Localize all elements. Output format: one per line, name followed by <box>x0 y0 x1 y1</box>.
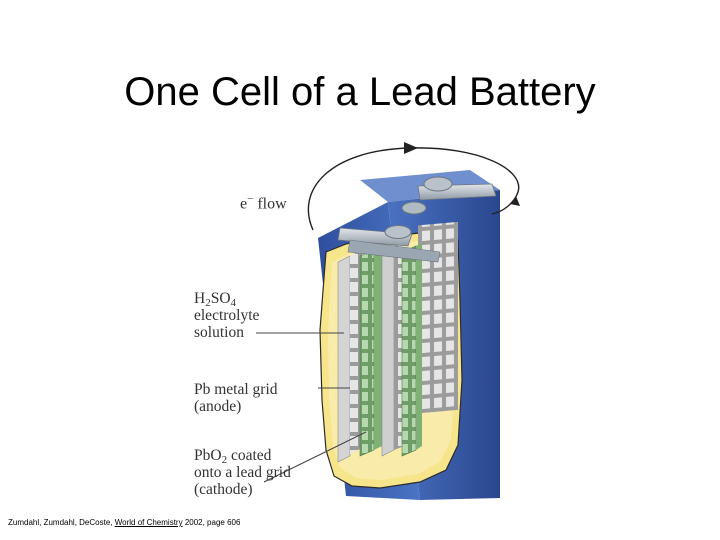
cathode-label: PbO2 coated onto a lead grid (cathode) <box>194 447 291 498</box>
leader-lines <box>256 332 367 483</box>
electron-flow-arrow <box>307 142 520 231</box>
negative-terminal-post <box>384 225 412 239</box>
electrolyte-label: H2SO4 electrolyte solution <box>194 290 260 341</box>
citation-book-title: World of Chemistry <box>114 518 183 527</box>
leader-line-cathode <box>263 431 367 483</box>
anode-plate <box>337 255 351 463</box>
rear-terminal-post <box>401 201 427 215</box>
anode-plate-edge <box>394 242 404 450</box>
cathode-plate <box>359 249 375 457</box>
plate-connector-bar <box>347 239 441 263</box>
electrode-plates <box>337 242 422 463</box>
flow-arrowhead-top <box>404 142 418 154</box>
rear-grid-plate <box>418 221 458 414</box>
anode-label: Pb metal grid (anode) <box>194 381 278 415</box>
anode-plate-edge <box>350 250 362 454</box>
cathode-plate-edge <box>374 246 382 450</box>
electron-flow-label: e− flow <box>240 193 287 213</box>
anode-plate <box>381 245 395 457</box>
cathode-plate <box>401 245 417 457</box>
citation: Zumdahl, Zumdahl, DeCoste, World of Chem… <box>8 518 241 527</box>
flow-arrowhead-right <box>510 196 520 206</box>
positive-terminal-post <box>423 176 453 192</box>
terminals <box>337 176 497 263</box>
slide-title: One Cell of a Lead Battery <box>124 70 596 114</box>
cathode-plate-edge <box>416 243 422 450</box>
